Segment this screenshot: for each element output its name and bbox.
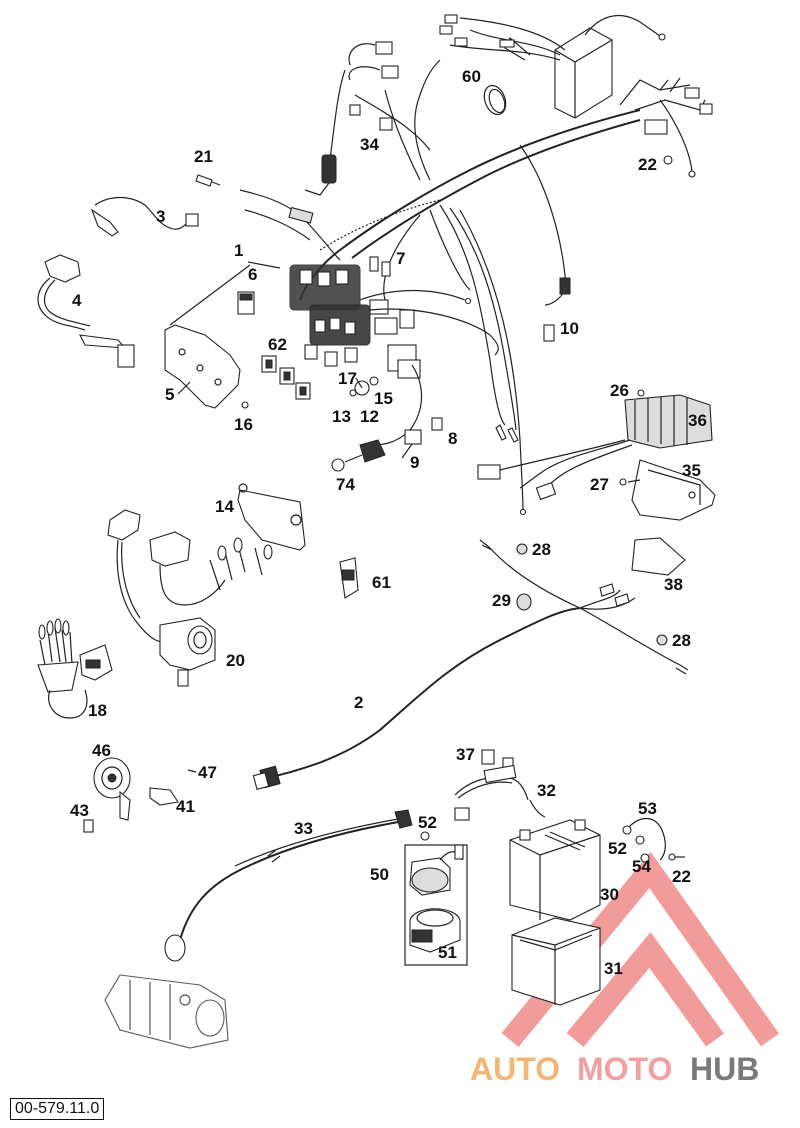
callout-20: 20 [226, 651, 245, 670]
callout-28: 28 [532, 540, 551, 559]
watermark-hub: HUB [690, 1051, 759, 1087]
callout-3: 3 [156, 207, 165, 226]
callout-50: 50 [370, 865, 389, 884]
leader-lines [177, 261, 413, 459]
callout-30: 30 [600, 885, 619, 904]
watermark-moto: MOTO [577, 1051, 672, 1087]
switch-connector-part [37, 618, 113, 719]
battery-cable-part [454, 749, 546, 821]
callout-60: 60 [462, 67, 481, 86]
callout-74: 74 [336, 475, 355, 494]
ignition-module-part [439, 14, 666, 119]
callout-43: 43 [70, 801, 89, 820]
rear-harness-part [252, 537, 689, 790]
battery-box-part [511, 917, 601, 1006]
callout-27: 27 [590, 475, 609, 494]
horn-part [83, 757, 197, 833]
battery-lead-part [622, 155, 685, 863]
callout-13: 13 [332, 407, 351, 426]
callout-16: 16 [234, 415, 253, 434]
callout-17: 17 [338, 369, 357, 388]
callout-62: 62 [268, 335, 287, 354]
callout-2: 2 [354, 693, 363, 712]
callout-15: 15 [374, 389, 393, 408]
callout-51: 51 [438, 943, 457, 962]
callout-labels: 60 21 34 22 3 1 7 6 4 10 62 5 17 15 26 3… [70, 67, 707, 978]
starter-motor-part [104, 974, 229, 1049]
callout-5: 5 [165, 385, 174, 404]
callout-46: 46 [92, 741, 111, 760]
callout-7: 7 [396, 249, 405, 268]
reference-code: 00-579.11.0 [10, 1098, 105, 1120]
callout-10: 10 [560, 319, 579, 338]
callout-21: 21 [194, 147, 213, 166]
callout-52: 52 [418, 813, 437, 832]
callout-1: 1 [234, 241, 243, 260]
callout-28: 28 [672, 631, 691, 650]
battery-part [509, 819, 601, 921]
callout-8: 8 [448, 429, 457, 448]
callout-61: 61 [372, 573, 391, 592]
callout-6: 6 [248, 265, 257, 284]
callout-29: 29 [492, 591, 511, 610]
connector-cluster-part [37, 196, 571, 516]
callout-26: 26 [610, 381, 629, 400]
callout-37: 37 [456, 745, 475, 764]
starter-cable-part [164, 809, 413, 962]
watermark-logo: AUTO MOTO HUB [470, 1051, 759, 1087]
callout-32: 32 [537, 781, 556, 800]
callout-14: 14 [215, 497, 234, 516]
callout-9: 9 [410, 453, 419, 472]
callout-31: 31 [604, 959, 623, 978]
callout-52: 52 [608, 839, 627, 858]
callout-47: 47 [198, 763, 217, 782]
watermark-auto: AUTO [470, 1051, 560, 1087]
callout-53: 53 [638, 799, 657, 818]
callout-35: 35 [682, 461, 701, 480]
callout-18: 18 [88, 701, 107, 720]
callout-12: 12 [360, 407, 379, 426]
callout-36: 36 [688, 411, 707, 430]
callout-54: 54 [632, 857, 651, 876]
callout-34: 34 [360, 135, 379, 154]
callout-22: 22 [672, 867, 691, 886]
callout-4: 4 [72, 291, 82, 310]
regulator-part [477, 389, 716, 521]
callout-22: 22 [638, 155, 657, 174]
starter-relay-part [404, 831, 468, 966]
bracket-plate-part [237, 483, 359, 599]
callout-38: 38 [664, 575, 683, 594]
callout-33: 33 [294, 819, 313, 838]
ignition-coil-loop-part [483, 84, 507, 116]
callout-41: 41 [176, 797, 195, 816]
handlebar-switch-part [107, 509, 273, 687]
